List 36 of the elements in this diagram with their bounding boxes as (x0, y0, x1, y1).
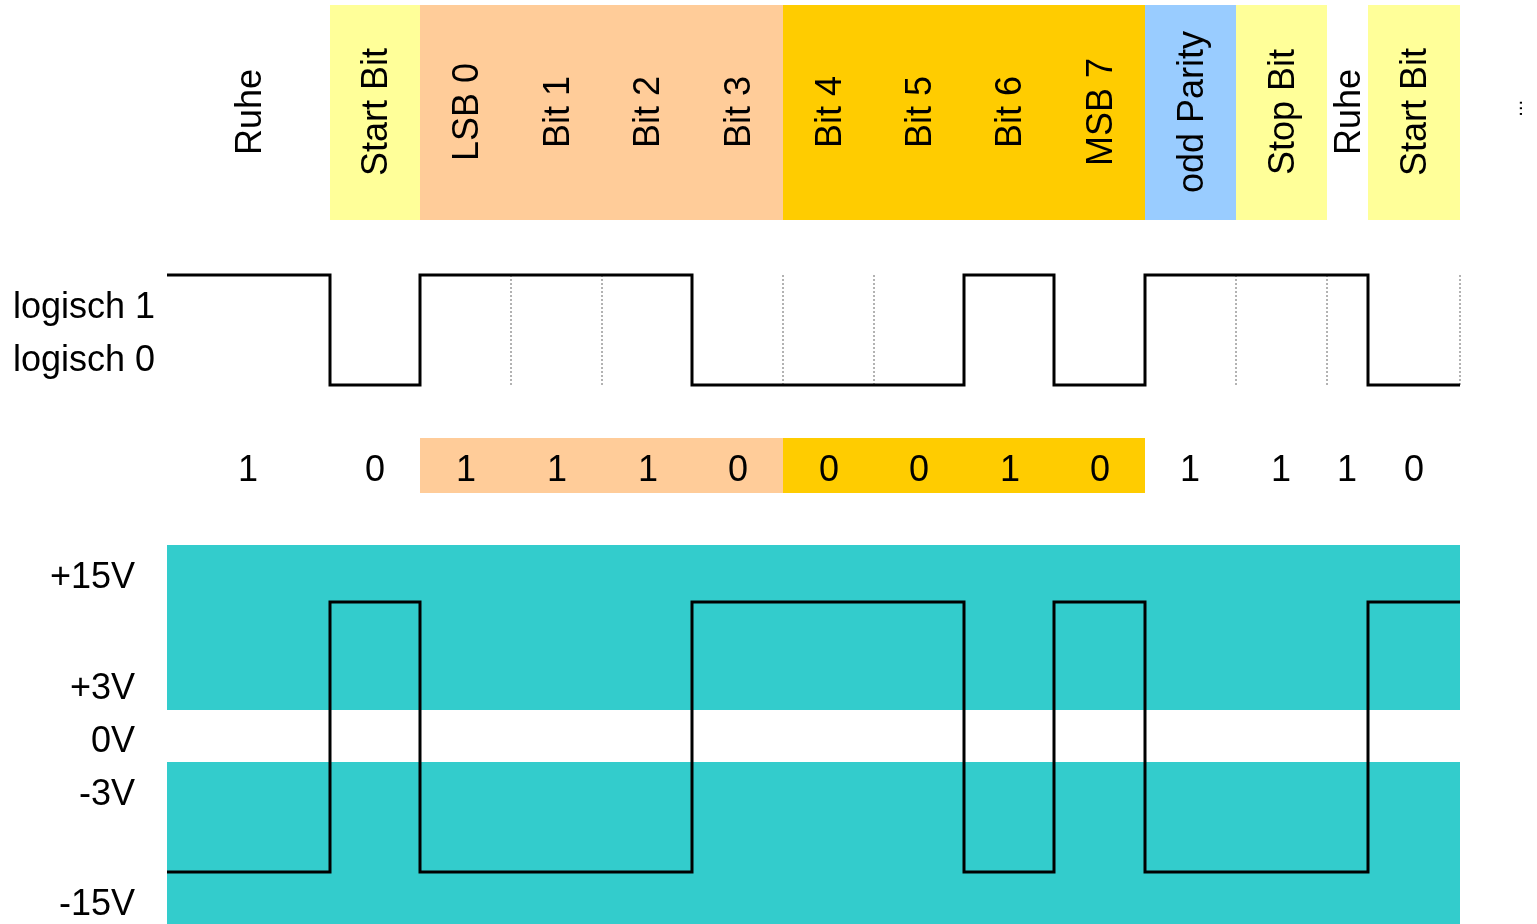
field-label: Start Bit (1396, 48, 1432, 177)
bit-value: 0 (908, 451, 930, 487)
bit-value: 0 (1089, 451, 1111, 487)
field-label: Stop Bit (1263, 49, 1300, 176)
field-label: Ruhe (230, 69, 267, 156)
voltage-label: 0V (90, 722, 135, 758)
bit-value: 1 (1336, 451, 1358, 487)
level-label: logisch 0 (13, 341, 156, 377)
voltage-label: -3V (78, 775, 135, 811)
bit-value: 1 (1270, 451, 1292, 487)
field-label: odd Parity (1172, 31, 1209, 194)
continuation-mark: ... (1505, 100, 1525, 117)
bit-value: 1 (237, 451, 259, 487)
voltage-label: +15V (49, 558, 135, 594)
bit-value: 0 (727, 451, 749, 487)
field-label: LSB 0 (447, 63, 484, 162)
bit-value: 0 (364, 451, 386, 487)
bit-value: 1 (1179, 451, 1201, 487)
field-label: Bit 2 (629, 76, 665, 149)
field-label: Bit 3 (719, 76, 756, 149)
field-label: Bit 1 (538, 76, 575, 149)
field-label: Ruhe (1329, 69, 1366, 156)
bit-value: 1 (637, 451, 659, 487)
voltage-label: -15V (58, 885, 135, 921)
bit-value: 0 (818, 451, 840, 487)
level-label: logisch 1 (13, 288, 156, 324)
field-label: Bit 4 (810, 76, 847, 149)
bit-value: 1 (546, 451, 568, 487)
bit-value: 1 (455, 451, 477, 487)
bit-value: 1 (999, 451, 1021, 487)
bit-value: 0 (1403, 451, 1425, 487)
field-label: Bit 6 (991, 76, 1027, 149)
field-label: Bit 5 (901, 76, 937, 149)
field-label: MSB 7 (1081, 58, 1118, 167)
voltage-label: +3V (69, 669, 135, 705)
field-label: Start Bit (357, 48, 393, 177)
